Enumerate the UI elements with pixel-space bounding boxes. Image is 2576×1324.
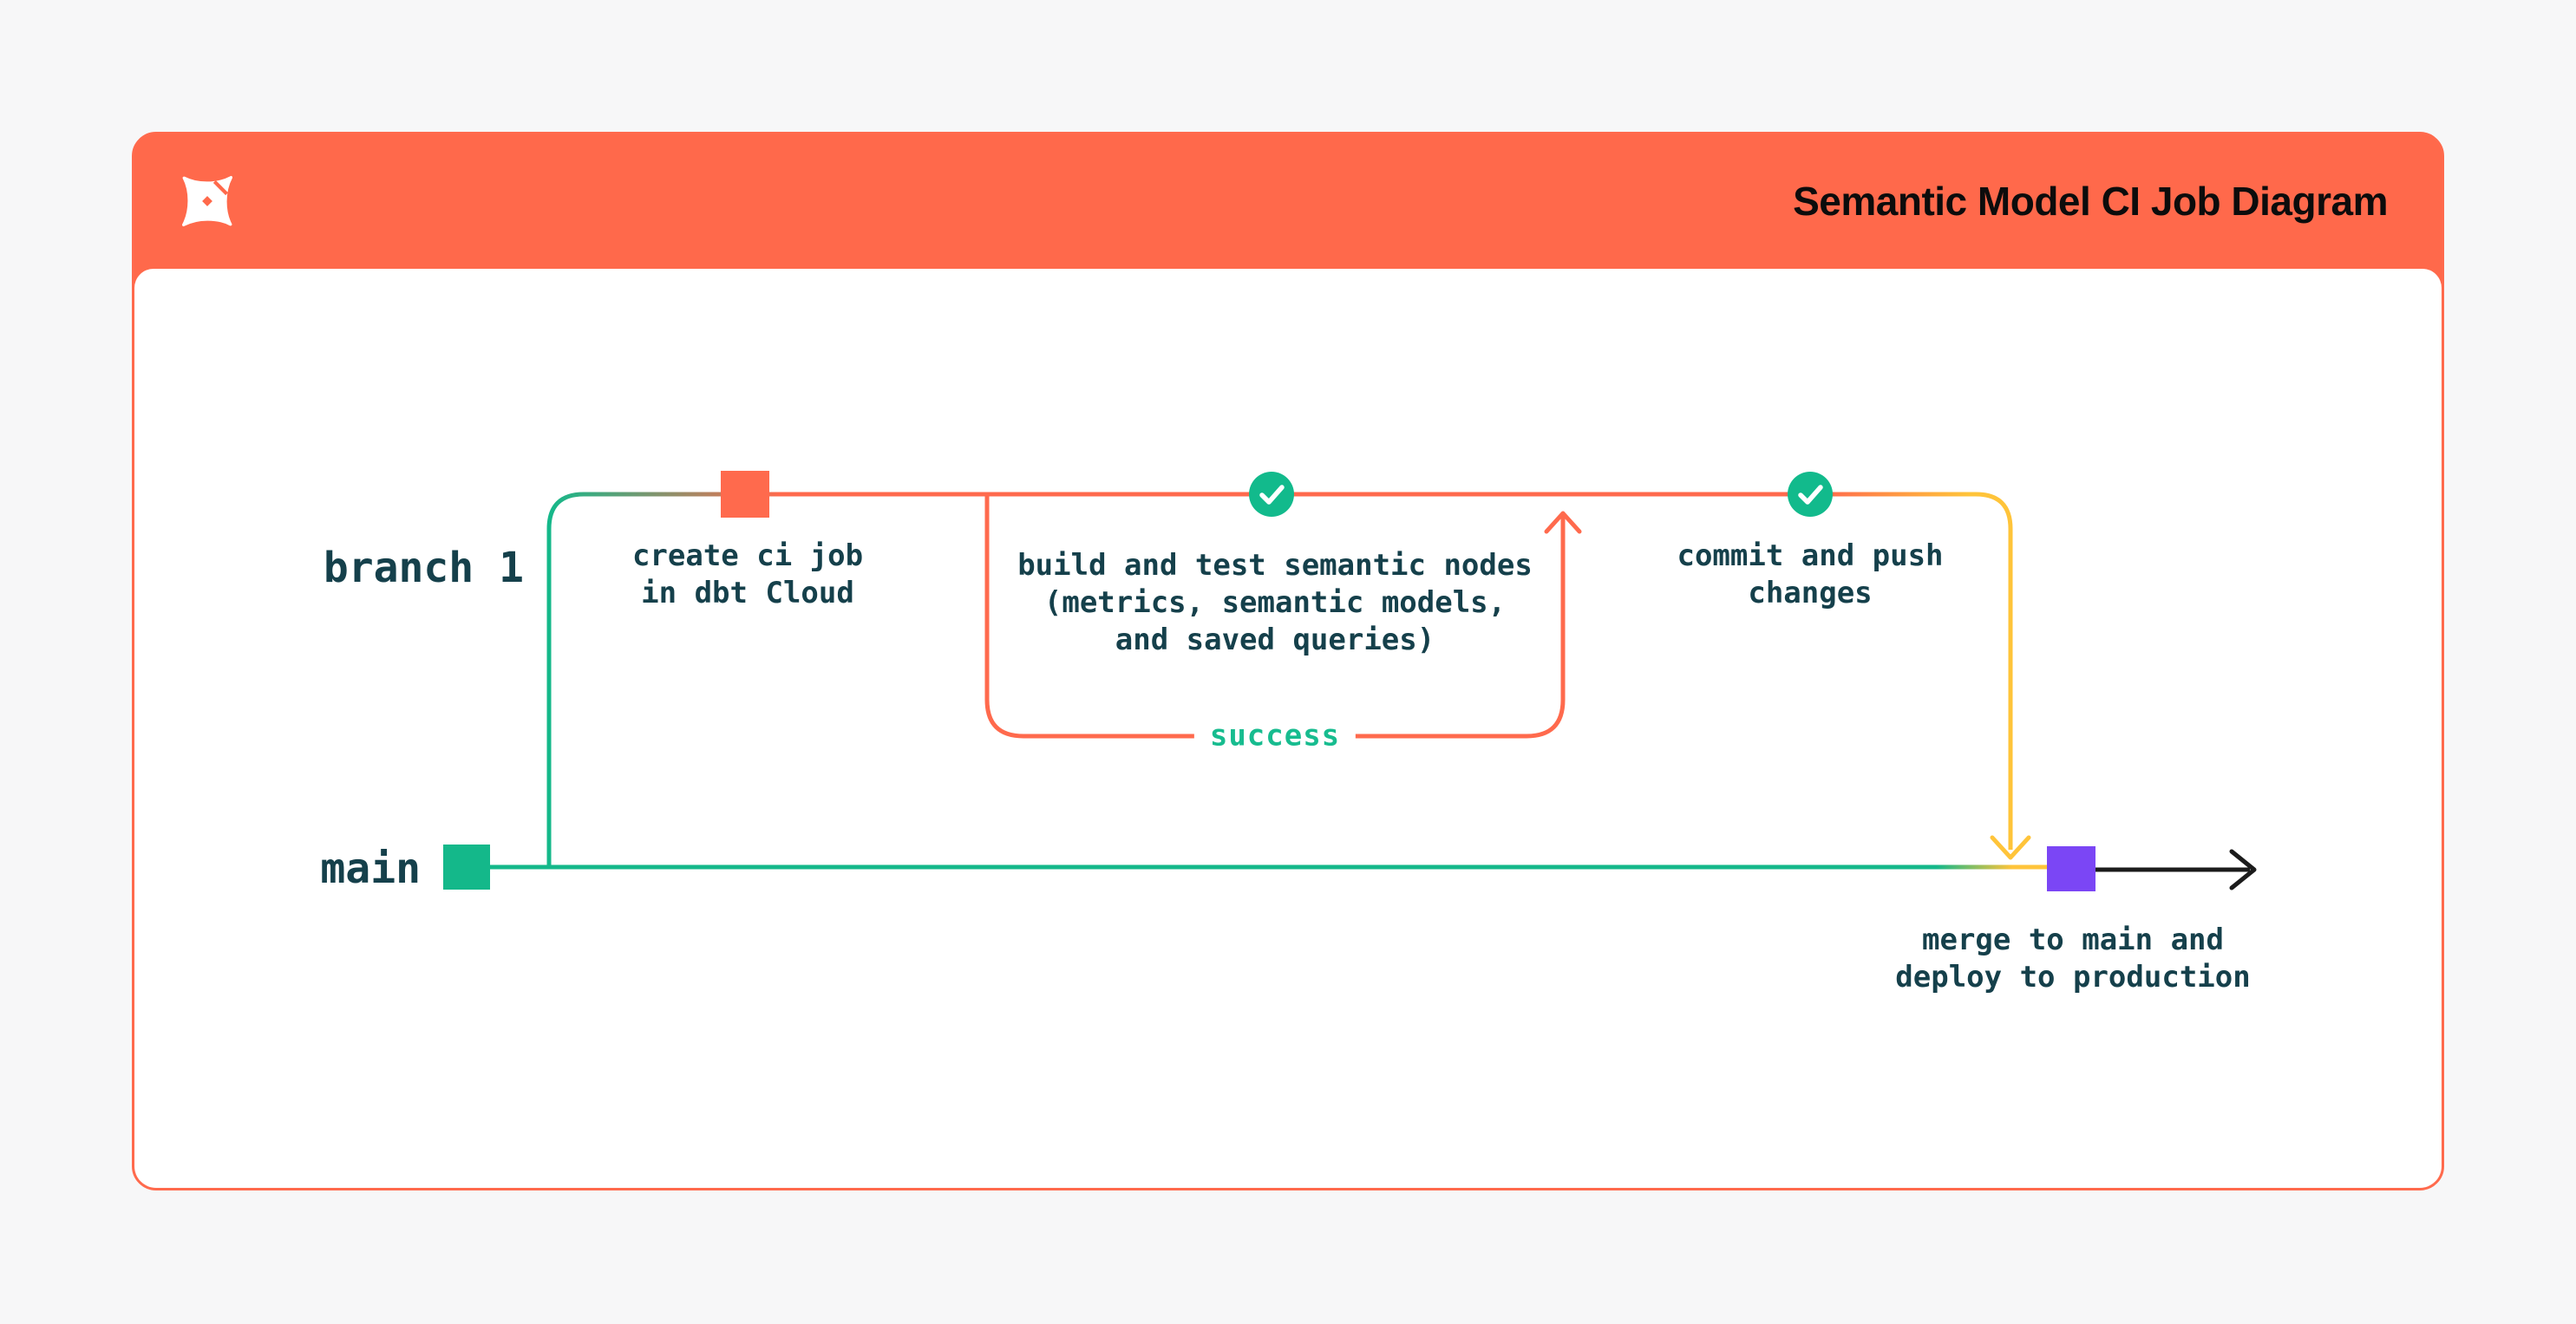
- label-line: create ci job: [631, 538, 864, 573]
- label-line: commit and push: [1677, 538, 1944, 573]
- label-line: build and test semantic nodes: [1017, 548, 1533, 583]
- label-line: changes: [1748, 576, 1873, 610]
- page-title: Semantic Model CI Job Diagram: [1793, 178, 2388, 224]
- card-header: Semantic Model CI Job Diagram: [134, 134, 2442, 286]
- success-label: success: [1193, 717, 1357, 755]
- label-line: in dbt Cloud: [641, 576, 854, 610]
- node-create-ci-job-label: create ci job in dbt Cloud: [632, 538, 863, 612]
- main-branch-label: main: [320, 845, 421, 893]
- diagram-card: Semantic Model CI Job Diagram: [132, 132, 2444, 1190]
- node-merge-and-deploy-label: merge to main and deploy to production: [1895, 922, 2250, 996]
- branch-1-label: branch 1: [323, 544, 524, 592]
- label-line: and saved queries): [1115, 623, 1435, 657]
- node-build-and-test-label: build and test semantic nodes (metrics, …: [1017, 547, 1533, 659]
- label-line: merge to main and: [1922, 923, 2224, 957]
- label-line: (metrics, semantic models,: [1043, 585, 1507, 620]
- label-line: deploy to production: [1895, 960, 2251, 995]
- dbt-logo-icon: [181, 175, 233, 226]
- node-commit-and-push-label: commit and push changes: [1677, 538, 1943, 612]
